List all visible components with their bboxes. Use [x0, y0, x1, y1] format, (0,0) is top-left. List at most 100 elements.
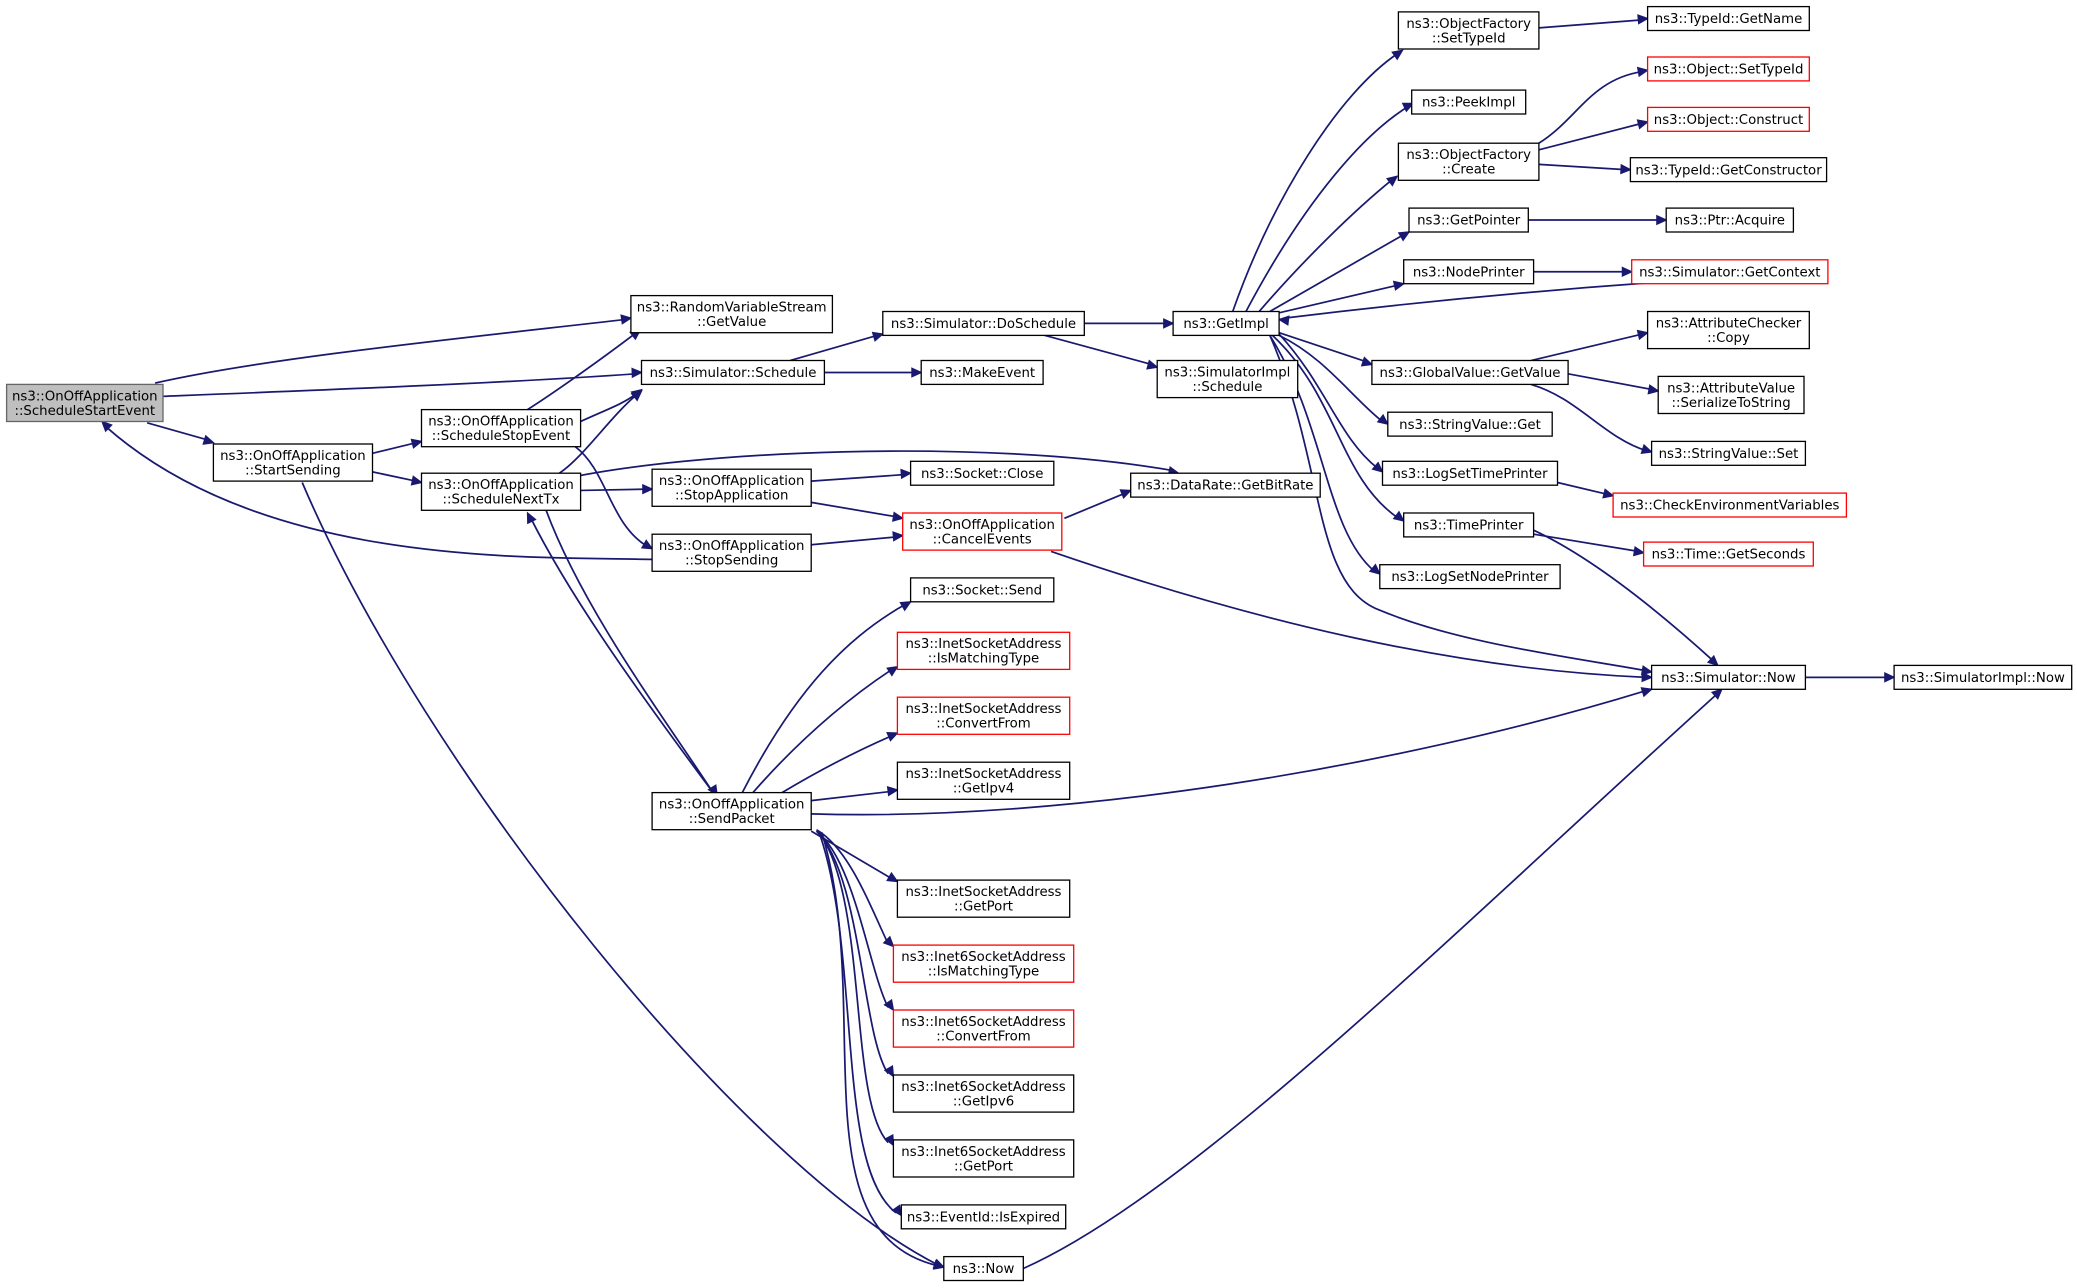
- node-type-id-get-ctor[interactable]: ns3::TypeId::GetConstructor: [1629, 157, 1828, 183]
- node-box: [892, 1009, 1075, 1048]
- node-root[interactable]: ns3::OnOffApplication::ScheduleStartEven…: [5, 383, 164, 423]
- arrowhead-icon: [410, 475, 424, 486]
- node-box: [943, 1255, 1024, 1282]
- node-label: ::StopApplication: [675, 489, 789, 504]
- node-ac-copy[interactable]: ns3::AttributeChecker::Copy: [1646, 310, 1810, 350]
- node-node-printer[interactable]: ns3::NodePrinter: [1403, 259, 1535, 285]
- arrowhead-icon: [1621, 266, 1634, 278]
- node-av-serialize[interactable]: ns3::AttributeValue::SerializeToString: [1657, 375, 1805, 415]
- node-label: ::GetPort: [954, 1159, 1013, 1174]
- call-edge: [818, 832, 903, 1217]
- node-box: [420, 472, 582, 511]
- call-edge-line: [1557, 481, 1609, 496]
- node-box: [212, 443, 374, 482]
- node-log-set-node[interactable]: ns3::LogSetNodePrinter: [1379, 564, 1561, 590]
- node-get-bit-rate[interactable]: ns3::DataRate::GetBitRate: [1130, 472, 1321, 498]
- call-edge-line: [1022, 692, 1719, 1270]
- node-stop-sending[interactable]: ns3::OnOffApplication::StopSending: [651, 533, 812, 572]
- node-label: ns3::SimulatorImpl::Now: [1901, 671, 2065, 686]
- node-sim-now[interactable]: ns3::Simulator::Now: [1650, 664, 1807, 690]
- node-sim-get-context[interactable]: ns3::Simulator::GetContext: [1631, 259, 1829, 285]
- node-inet-convert[interactable]: ns3::InetSocketAddress::ConvertFrom: [896, 696, 1071, 735]
- node-label: ns3::InetSocketAddress: [906, 767, 1062, 782]
- node-label: ns3::Simulator::Now: [1661, 671, 1796, 686]
- node-send-packet[interactable]: ns3::OnOffApplication::SendPacket: [651, 791, 812, 831]
- node-box: [892, 1074, 1075, 1113]
- node-label: ns3::OnOffApplication: [428, 415, 574, 430]
- node-of-create[interactable]: ns3::ObjectFactory::Create: [1397, 142, 1540, 181]
- node-label: ns3::StringValue::Set: [1659, 447, 1799, 462]
- call-edge-line: [146, 422, 209, 441]
- node-make-event[interactable]: ns3::MakeEvent: [920, 359, 1044, 386]
- node-do-schedule[interactable]: ns3::Simulator::DoSchedule: [882, 310, 1085, 337]
- node-check-env[interactable]: ns3::CheckEnvironmentVariables: [1612, 492, 1848, 518]
- node-label: ::Copy: [1707, 331, 1750, 346]
- node-inet-match[interactable]: ns3::InetSocketAddress::IsMatchingType: [896, 631, 1071, 671]
- call-edge-line: [545, 510, 714, 794]
- call-edge: [1557, 481, 1615, 499]
- call-edge: [1064, 489, 1133, 520]
- node-box: [1893, 664, 2073, 690]
- arrowhead-icon: [886, 785, 899, 797]
- node-stop-app[interactable]: ns3::OnOffApplication::StopApplication: [651, 468, 812, 507]
- node-label: ns3::Object::SetTypeId: [1654, 63, 1804, 78]
- node-get-impl[interactable]: ns3::GetImpl: [1172, 310, 1280, 337]
- node-log-set-time[interactable]: ns3::LogSetTimePrinter: [1381, 460, 1559, 486]
- call-edge-line: [105, 426, 653, 561]
- call-edge: [1533, 266, 1634, 278]
- node-box: [909, 577, 1055, 603]
- node-gv-get-value[interactable]: ns3::GlobalValue::GetValue: [1371, 359, 1569, 386]
- arrowhead-icon: [640, 539, 654, 550]
- node-rvs[interactable]: ns3::RandomVariableStream::GetValue: [630, 294, 834, 334]
- arrowhead-icon: [899, 600, 912, 612]
- node-sv-get[interactable]: ns3::StringValue::Get: [1387, 411, 1553, 437]
- arrowhead-icon: [1710, 688, 1724, 700]
- node-sv-set[interactable]: ns3::StringValue::Set: [1650, 440, 1807, 466]
- node-label: ns3::MakeEvent: [929, 366, 1035, 381]
- node-inet6-convert[interactable]: ns3::Inet6SocketAddress::ConvertFrom: [892, 1009, 1075, 1048]
- arrowhead-icon: [900, 468, 913, 480]
- node-now[interactable]: ns3::Now: [943, 1255, 1024, 1282]
- node-time-get-seconds[interactable]: ns3::Time::GetSeconds: [1642, 541, 1814, 567]
- node-socket-send[interactable]: ns3::Socket::Send: [909, 577, 1055, 603]
- node-inet6-ipv6[interactable]: ns3::Inet6SocketAddress::GetIpv6: [892, 1074, 1075, 1113]
- node-event-expired[interactable]: ns3::EventId::IsExpired: [900, 1204, 1067, 1230]
- call-edge: [789, 331, 885, 362]
- node-label: ::Schedule: [1192, 380, 1262, 395]
- node-schedule-stop[interactable]: ns3::OnOffApplication::ScheduleStopEvent: [420, 408, 582, 448]
- node-impl-now[interactable]: ns3::SimulatorImpl::Now: [1893, 664, 2073, 690]
- node-start-sending[interactable]: ns3::OnOffApplication::StartSending: [212, 443, 374, 482]
- call-edge: [1277, 281, 1657, 326]
- node-box: [1381, 460, 1559, 486]
- node-socket-close[interactable]: ns3::Socket::Close: [909, 460, 1055, 486]
- node-schedule[interactable]: ns3::Simulator::Schedule: [640, 359, 826, 386]
- node-label: ns3::TimePrinter: [1414, 519, 1524, 534]
- node-inet-port[interactable]: ns3::InetSocketAddress::GetPort: [896, 879, 1071, 918]
- call-edge-line: [1269, 335, 1647, 672]
- node-of-set-type-id[interactable]: ns3::ObjectFactory::SetTypeId: [1397, 11, 1540, 50]
- node-obj-set-type-id[interactable]: ns3::Object::SetTypeId: [1646, 56, 1810, 82]
- node-obj-construct[interactable]: ns3::Object::Construct: [1646, 106, 1810, 132]
- node-time-printer[interactable]: ns3::TimePrinter: [1403, 512, 1535, 538]
- node-inet-ipv4[interactable]: ns3::InetSocketAddress::GetIpv4: [896, 761, 1071, 800]
- node-type-id-get-name[interactable]: ns3::TypeId::GetName: [1646, 5, 1810, 32]
- call-edge-line: [815, 830, 889, 1008]
- call-edge: [1528, 214, 1668, 226]
- node-inet6-port[interactable]: ns3::Inet6SocketAddress::GetPort: [892, 1139, 1075, 1178]
- node-box: [630, 294, 834, 334]
- node-peek-impl[interactable]: ns3::PeekImpl: [1411, 89, 1527, 115]
- node-schedule-next[interactable]: ns3::OnOffApplication::ScheduleNextTx: [420, 472, 582, 511]
- node-get-pointer[interactable]: ns3::GetPointer: [1408, 207, 1529, 233]
- call-edge-line: [529, 516, 714, 794]
- node-label: ns3::OnOffApplication: [220, 449, 366, 464]
- node-cancel-events[interactable]: ns3::OnOffApplication::CancelEvents: [902, 512, 1063, 551]
- node-label: ns3::PeekImpl: [1422, 96, 1515, 111]
- node-ptr-acquire[interactable]: ns3::Ptr::Acquire: [1665, 207, 1795, 233]
- node-inet6-match[interactable]: ns3::Inet6SocketAddress::IsMatchingType: [892, 944, 1075, 983]
- node-impl-schedule[interactable]: ns3::SimulatorImpl::Schedule: [1156, 359, 1299, 399]
- call-edge: [820, 832, 946, 1270]
- call-edge-line: [741, 603, 906, 794]
- call-edge: [1271, 334, 1405, 522]
- call-edge-line: [1533, 533, 1639, 553]
- call-edge-line: [820, 832, 939, 1267]
